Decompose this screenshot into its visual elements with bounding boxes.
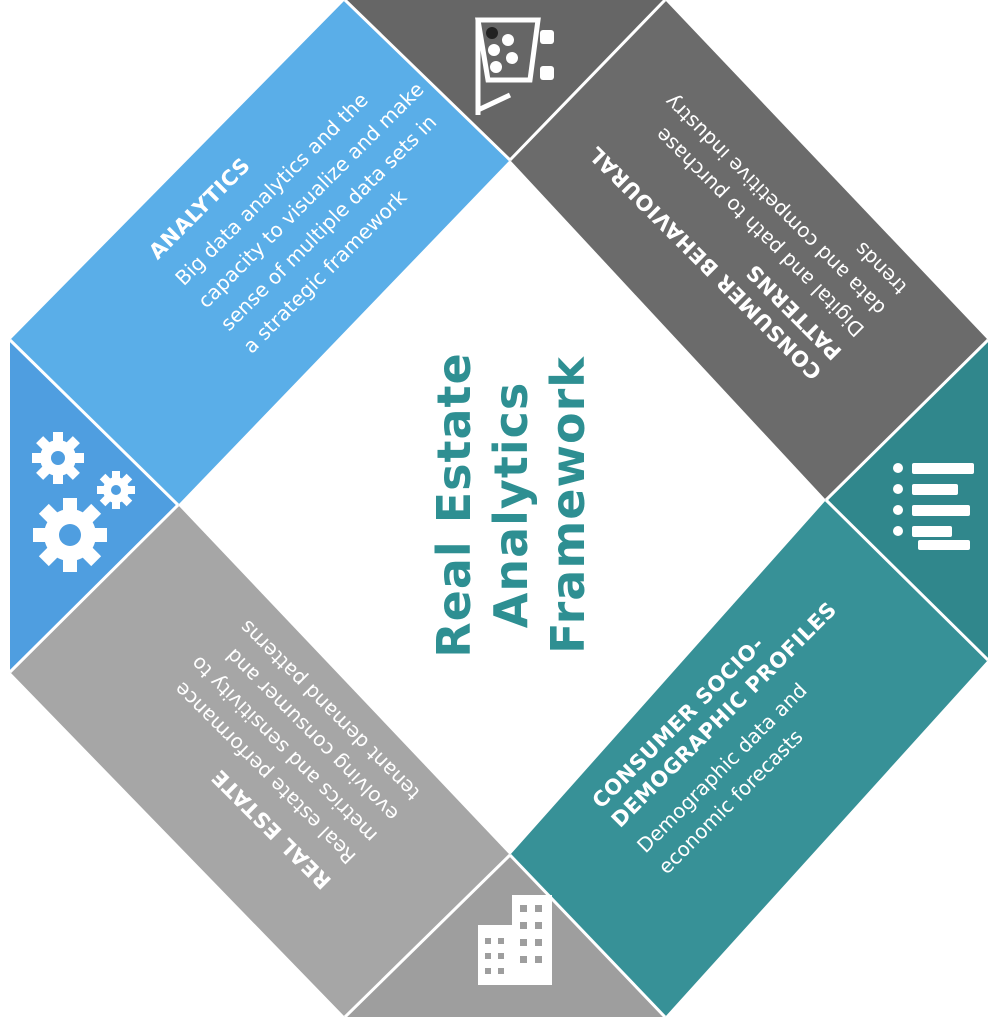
center-title-line: Framework bbox=[541, 356, 595, 654]
center-title-line: Real Estate bbox=[427, 352, 481, 657]
band-real-estate bbox=[10, 505, 510, 1017]
band-analytics bbox=[10, 0, 510, 505]
center-title-line: Analytics bbox=[484, 382, 538, 629]
band-socio-demographic bbox=[510, 500, 988, 1017]
shopping-cart-icon bbox=[475, 17, 554, 115]
gears-icon bbox=[32, 432, 135, 572]
corner-left bbox=[10, 340, 178, 672]
separators bbox=[8, 0, 988, 1017]
buildings-icon bbox=[478, 895, 552, 985]
people-chart-icon bbox=[893, 463, 974, 550]
center-title: Real Estate Analytics Framework bbox=[427, 352, 595, 657]
corner-right bbox=[826, 340, 988, 660]
band-consumer-behavioural bbox=[510, 0, 988, 500]
